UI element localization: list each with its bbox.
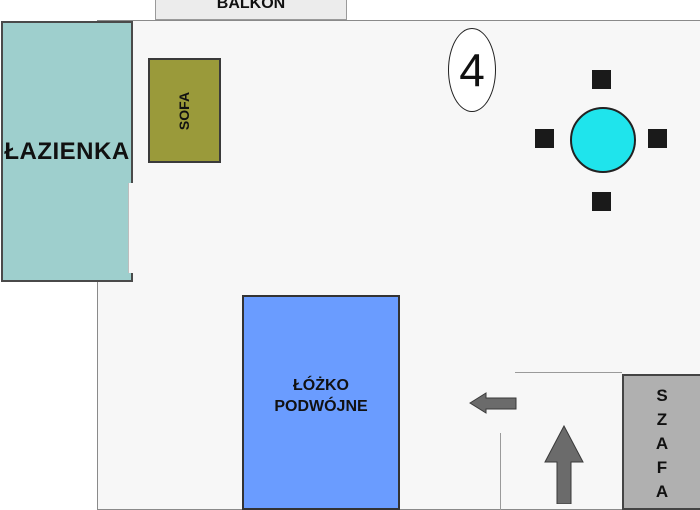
entry-wall-horizontal [515, 372, 622, 373]
bed-label-line1: ŁÓŻKO [293, 376, 349, 394]
wardrobe: S Z A F A [622, 374, 700, 510]
balcony-label: BALKON [216, 0, 286, 12]
bathroom-door [128, 183, 137, 273]
room-number-badge: 4 [448, 28, 496, 112]
chair-left [535, 129, 554, 148]
bathroom-label: ŁAZIENKA [4, 137, 130, 165]
arrow-left-icon [469, 392, 517, 414]
chair-bottom [592, 192, 611, 211]
balcony: BALKON [155, 0, 347, 20]
chair-right [648, 129, 667, 148]
chair-top [592, 70, 611, 89]
room-number: 4 [459, 44, 485, 96]
sofa-label: SOFA [176, 91, 193, 130]
wardrobe-letter: A [655, 434, 669, 453]
wardrobe-letter: A [655, 482, 669, 501]
round-table [570, 107, 636, 173]
bathroom: ŁAZIENKA [1, 21, 133, 282]
entry-wall-vertical [500, 433, 501, 510]
arrow-up-icon [544, 424, 584, 504]
wardrobe-letter: Z [656, 410, 668, 429]
bed-label-line2: PODWÓJNE [274, 397, 368, 415]
double-bed: ŁÓŻKO PODWÓJNE [242, 295, 400, 510]
wardrobe-letter: F [656, 458, 668, 477]
sofa: SOFA [148, 58, 221, 163]
wardrobe-letter: S [656, 386, 668, 405]
